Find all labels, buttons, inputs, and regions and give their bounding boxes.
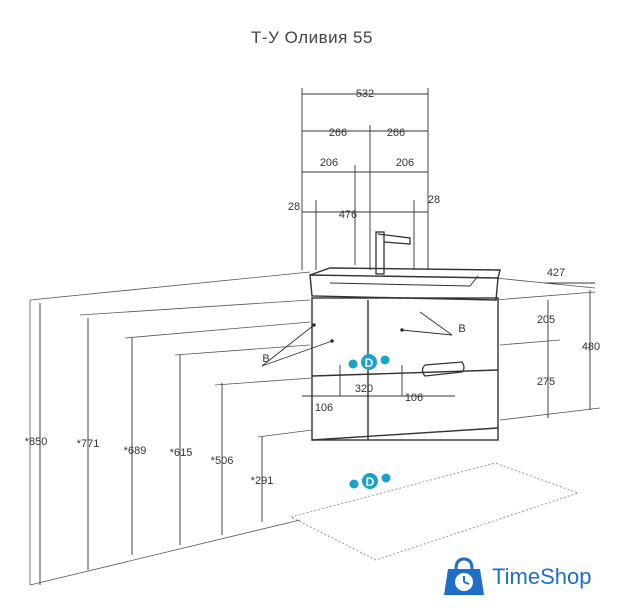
floor-outline xyxy=(289,462,580,561)
drawer-handle xyxy=(421,361,465,377)
dim-drain-left: 106 xyxy=(315,402,333,414)
clock-bag-icon xyxy=(444,557,484,595)
faucet-icon xyxy=(375,231,411,275)
dim-total-width: 532 xyxy=(356,88,374,100)
dim-offset-left: 28 xyxy=(288,201,300,213)
dimension-lines xyxy=(39,88,595,585)
dim-half-right: 266 xyxy=(387,127,405,139)
dim-drain-distance: 320 xyxy=(355,383,373,395)
cabinet-body xyxy=(309,267,501,441)
drain-marker-wall: D xyxy=(348,354,390,370)
dim-offset-right: 28 xyxy=(428,194,440,206)
dim-drawer-top: 205 xyxy=(537,314,555,326)
wall-lines xyxy=(29,271,601,586)
dim-drawer-bottom: 275 xyxy=(537,376,555,388)
dim-height-506: *506 xyxy=(211,455,234,467)
brand-name: TimeShop xyxy=(492,564,592,589)
dim-inner-right: 206 xyxy=(396,157,414,169)
drain-marker-floor: D xyxy=(349,473,391,489)
brand-watermark: TimeShop xyxy=(442,555,622,599)
mount-points xyxy=(312,323,404,343)
dim-inner-left: 206 xyxy=(320,157,338,169)
dim-height-771: *771 xyxy=(77,438,100,450)
drain-label: D xyxy=(365,356,374,370)
label-b-left: B xyxy=(262,353,269,365)
dim-drain-right: 106 xyxy=(405,392,423,404)
dim-top-width: 476 xyxy=(339,209,357,221)
dim-depth: 427 xyxy=(547,267,565,279)
dim-height-291: *291 xyxy=(251,475,274,487)
b-leader-lines xyxy=(261,311,453,367)
label-b-right: B xyxy=(458,323,465,335)
dim-height-689: *689 xyxy=(124,445,147,457)
dim-height-850: *850 xyxy=(25,436,48,448)
drain-floor-label: D xyxy=(366,475,375,489)
dim-half-left: 266 xyxy=(329,127,347,139)
diagram-title: Т-У Оливия 55 xyxy=(251,28,373,47)
dim-height-615: *615 xyxy=(170,447,193,459)
dim-cabinet-height: 480 xyxy=(582,341,600,353)
